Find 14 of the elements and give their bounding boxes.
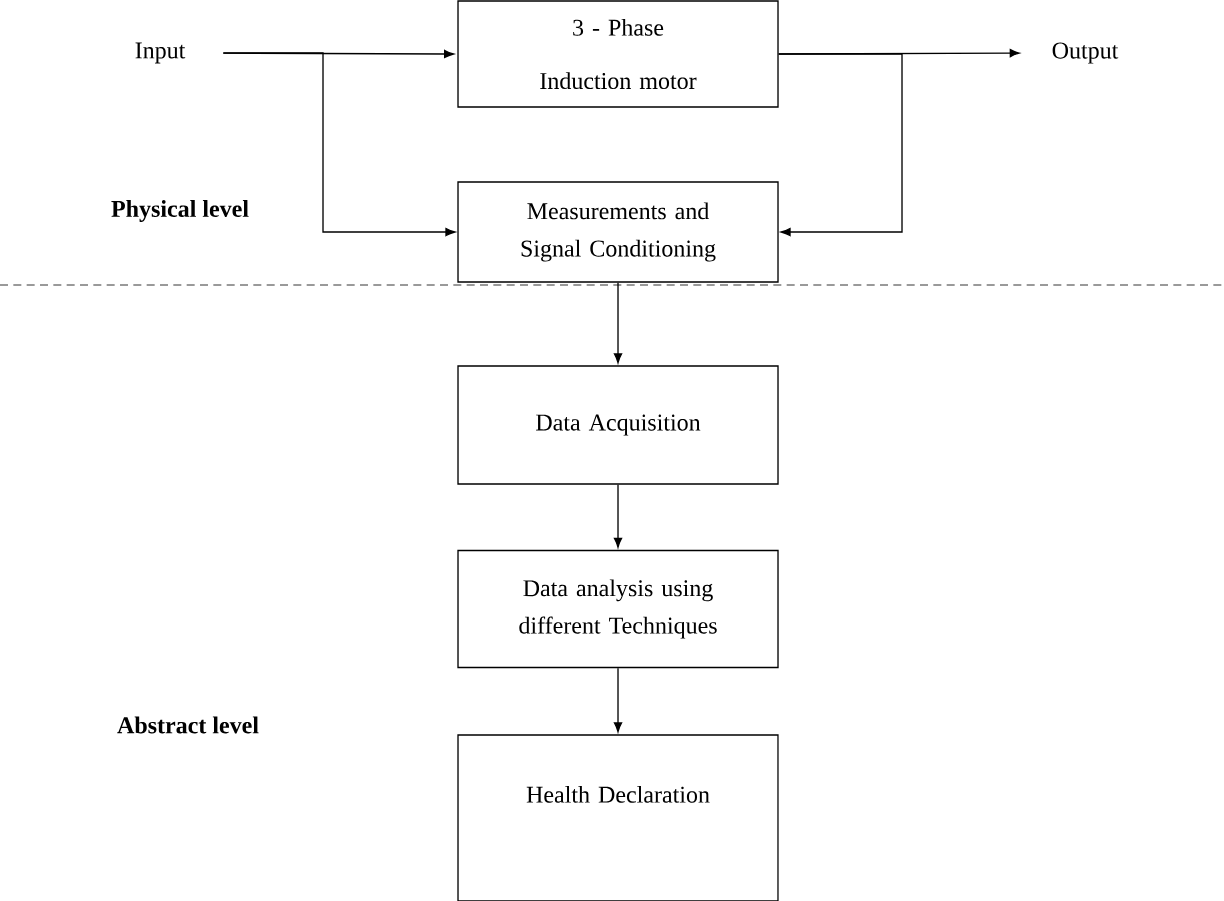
arrow [613, 484, 623, 548]
process-box: Data Acquisition [457, 365, 779, 485]
level-label: Physical level [111, 200, 249, 222]
arrow [613, 282, 623, 364]
process-box: Data analysis using different Techniques [457, 549, 779, 669]
level-label: Abstract level [117, 716, 259, 734]
text-label: Output [1052, 42, 1119, 64]
arrow [778, 53, 903, 237]
arrow [613, 667, 623, 733]
text-label: Input [135, 42, 186, 64]
process-box: 3 - Phase Induction motor [457, 0, 779, 108]
process-box: Health Declaration [457, 734, 779, 901]
process-box: Measurements and Signal Conditioning [457, 181, 779, 283]
arrow [222, 52, 456, 237]
